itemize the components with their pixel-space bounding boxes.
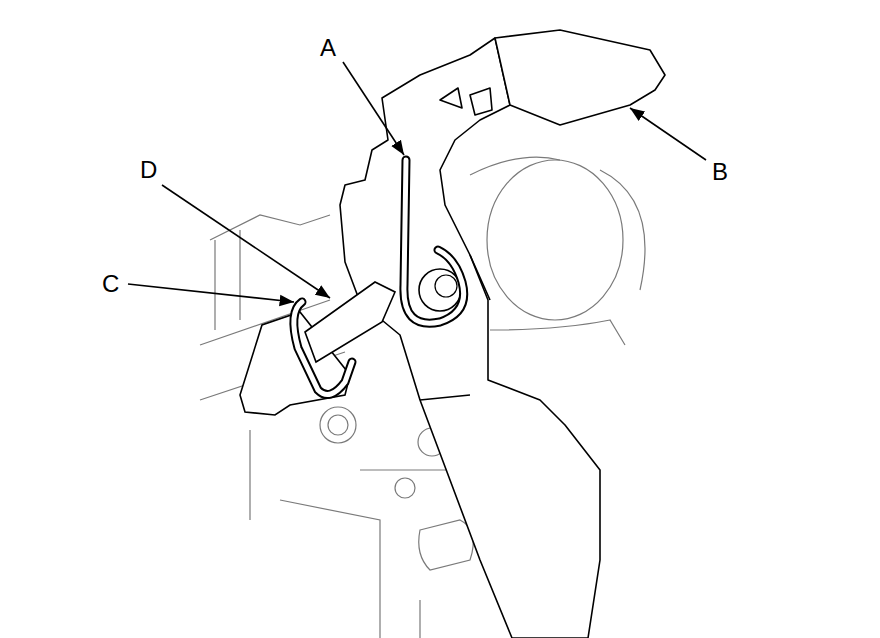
lever-arm	[340, 38, 600, 638]
cylinder	[419, 520, 474, 570]
callout-letter: A	[320, 36, 336, 60]
pivot-pin	[419, 269, 461, 311]
callout-letter: D	[140, 158, 157, 182]
bolt	[320, 407, 356, 443]
leader-line	[128, 284, 294, 302]
bolt	[395, 478, 415, 498]
housing-outline	[380, 560, 420, 638]
leader-lines	[128, 62, 706, 302]
bracket-outline	[215, 230, 240, 330]
lever-handle	[495, 30, 665, 125]
lever	[340, 30, 665, 638]
return-spring	[404, 160, 464, 323]
return-spring	[404, 160, 464, 323]
lever-hole	[440, 88, 492, 115]
wire-clip	[294, 302, 352, 395]
pivot-pin	[435, 275, 457, 297]
callout-letter: C	[102, 272, 119, 296]
drum	[487, 160, 623, 320]
leader-line	[630, 108, 706, 160]
leader-line	[343, 62, 404, 155]
wire-clip	[294, 302, 352, 395]
callout-letter: B	[712, 160, 728, 184]
bolt	[328, 415, 348, 435]
stopper	[305, 282, 395, 362]
leader-line	[162, 185, 330, 298]
drum-outline	[470, 157, 645, 345]
